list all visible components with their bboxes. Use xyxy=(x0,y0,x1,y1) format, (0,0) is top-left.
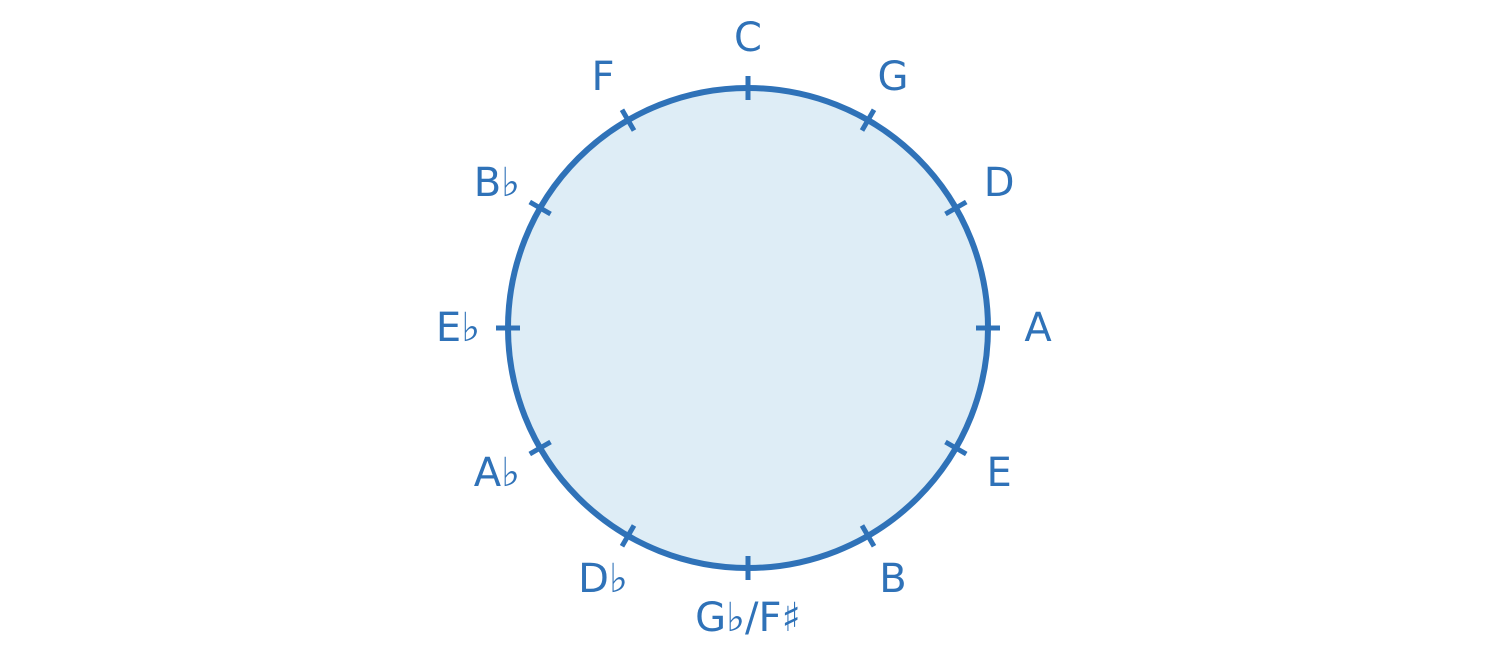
note-label: G xyxy=(878,54,909,100)
note-label: C xyxy=(734,15,762,61)
tick-mark xyxy=(528,199,552,217)
tick-marks xyxy=(496,76,1000,580)
note-label: E xyxy=(987,450,1012,496)
note-label: F xyxy=(591,54,614,100)
tick-mark xyxy=(859,524,877,548)
note-label: A xyxy=(1024,305,1052,351)
note-label: D♭ xyxy=(578,556,628,602)
tick-mark xyxy=(619,524,637,548)
tick-mark xyxy=(859,108,877,132)
tick-mark xyxy=(619,108,637,132)
circle-of-fifths-ring xyxy=(505,85,991,571)
tick-mark xyxy=(944,199,968,217)
note-labels: C G D A E B G♭/F♯ D♭ A♭ E♭ B♭ F xyxy=(436,15,1052,641)
tick-mark xyxy=(944,439,968,457)
note-label: D xyxy=(984,160,1015,206)
note-label: E♭ xyxy=(436,305,480,351)
note-label: A♭ xyxy=(474,450,520,496)
tick-mark xyxy=(528,439,552,457)
note-label: B xyxy=(879,556,906,602)
note-label: G♭/F♯ xyxy=(695,595,801,641)
note-label: B♭ xyxy=(474,160,520,206)
